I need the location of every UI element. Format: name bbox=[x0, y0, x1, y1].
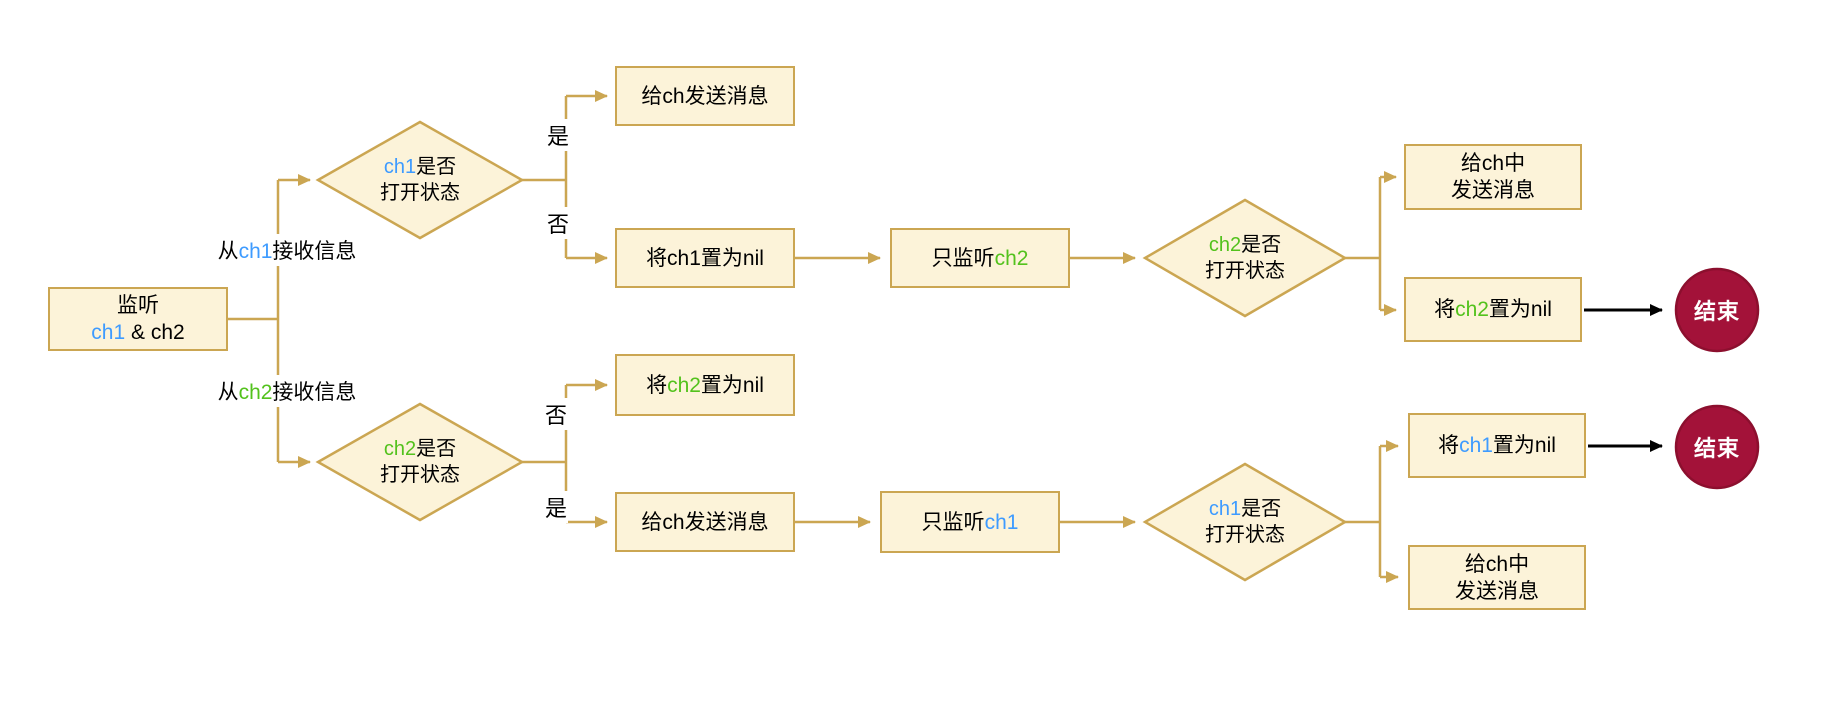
node-ch1-nil-top-label: 将ch1置为nil bbox=[646, 246, 764, 270]
node-listen-line1: 监听 bbox=[117, 294, 159, 317]
decision-ch2-open-bottom-line2: 打开状态 bbox=[380, 464, 460, 486]
decision-ch1-open-right: ch1是否 打开状态 bbox=[1165, 494, 1325, 550]
decision-shapes bbox=[315, 120, 1348, 582]
node-only-listen-ch2: 只监听ch2 bbox=[890, 228, 1070, 288]
label-no-top: 否 bbox=[546, 207, 571, 239]
decision-ch2-open-right-line1: ch2是否 bbox=[1208, 234, 1282, 256]
node-send-to-ch-bottom-line1: 给ch中 bbox=[1464, 552, 1530, 576]
black-connectors bbox=[1584, 304, 1663, 452]
end-node-top: 结束 bbox=[1693, 299, 1740, 324]
node-ch1-nil-right-label: 将ch1置为nil bbox=[1438, 434, 1556, 457]
label-no-bottom: 否 bbox=[544, 398, 569, 430]
label-yes-bottom: 是 bbox=[544, 491, 569, 523]
decision-ch2-open-right-line2: 打开状态 bbox=[1205, 260, 1285, 282]
node-ch2-nil-right-label: 将ch2置为nil bbox=[1434, 298, 1552, 321]
node-only-listen-ch1: 只监听ch1 bbox=[880, 491, 1060, 553]
node-ch2-nil-mid: 将ch2置为nil bbox=[615, 354, 795, 416]
diamond-ch1-open-right-shape bbox=[1142, 462, 1348, 582]
node-listen-ch1-ch2: 监听 ch1 & ch2 bbox=[48, 287, 228, 351]
node-ch2-nil-mid-label: 将ch2置为nil bbox=[646, 373, 764, 397]
diamond-ch1-open-top-shape bbox=[315, 120, 525, 240]
node-send-to-ch-top-line1: 给ch中 bbox=[1460, 152, 1526, 175]
decision-ch2-open-right: ch2是否 打开状态 bbox=[1165, 230, 1325, 286]
node-send-to-ch-top-line2: 发送消息 bbox=[1451, 179, 1535, 202]
node-send-msg-bottom: 给ch发送消息 bbox=[615, 492, 795, 552]
decision-ch1-open-top-line2: 打开状态 bbox=[380, 182, 460, 204]
diamond-ch2-open-right-shape bbox=[1142, 198, 1348, 318]
decision-ch1-open-right-line1: ch1是否 bbox=[1208, 498, 1282, 520]
node-ch2-nil-right: 将ch2置为nil bbox=[1404, 277, 1582, 342]
node-send-to-ch-bottom: 给ch中 发送消息 bbox=[1408, 545, 1586, 610]
node-send-to-ch-bottom-line2: 发送消息 bbox=[1455, 579, 1539, 603]
label-receive-from-ch1: 从ch1接收信息 bbox=[182, 234, 392, 266]
decision-ch1-open-right-line2: 打开状态 bbox=[1205, 524, 1285, 546]
node-send-to-ch-top: 给ch中 发送消息 bbox=[1404, 144, 1582, 210]
node-send-msg-top-label: 给ch发送消息 bbox=[641, 84, 769, 108]
decision-ch1-open-top: ch1是否 打开状态 bbox=[340, 152, 500, 208]
decision-ch1-open-top-line1: ch1是否 bbox=[383, 156, 457, 178]
node-only-listen-ch2-label: 只监听ch2 bbox=[931, 246, 1029, 270]
node-send-msg-bottom-label: 给ch发送消息 bbox=[641, 510, 769, 534]
label-receive-from-ch2: 从ch2接收信息 bbox=[182, 375, 392, 407]
decision-ch2-open-bottom: ch2是否 打开状态 bbox=[340, 434, 500, 490]
decision-ch2-open-bottom-line1: ch2是否 bbox=[383, 438, 457, 460]
diamond-ch2-open-bottom-shape bbox=[315, 402, 525, 522]
node-ch1-nil-right: 将ch1置为nil bbox=[1408, 413, 1586, 478]
end-shapes bbox=[1674, 267, 1760, 490]
node-ch1-nil-top: 将ch1置为nil bbox=[615, 228, 795, 288]
node-send-msg-top: 给ch发送消息 bbox=[615, 66, 795, 126]
label-yes-top: 是 bbox=[546, 119, 571, 151]
end-circle-top-shape bbox=[1674, 267, 1760, 353]
node-listen-line2: ch1 & ch2 bbox=[91, 321, 185, 344]
end-circle-bottom-shape bbox=[1674, 404, 1760, 490]
node-only-listen-ch1-label: 只监听ch1 bbox=[921, 510, 1019, 534]
end-node-bottom: 结束 bbox=[1693, 436, 1740, 461]
